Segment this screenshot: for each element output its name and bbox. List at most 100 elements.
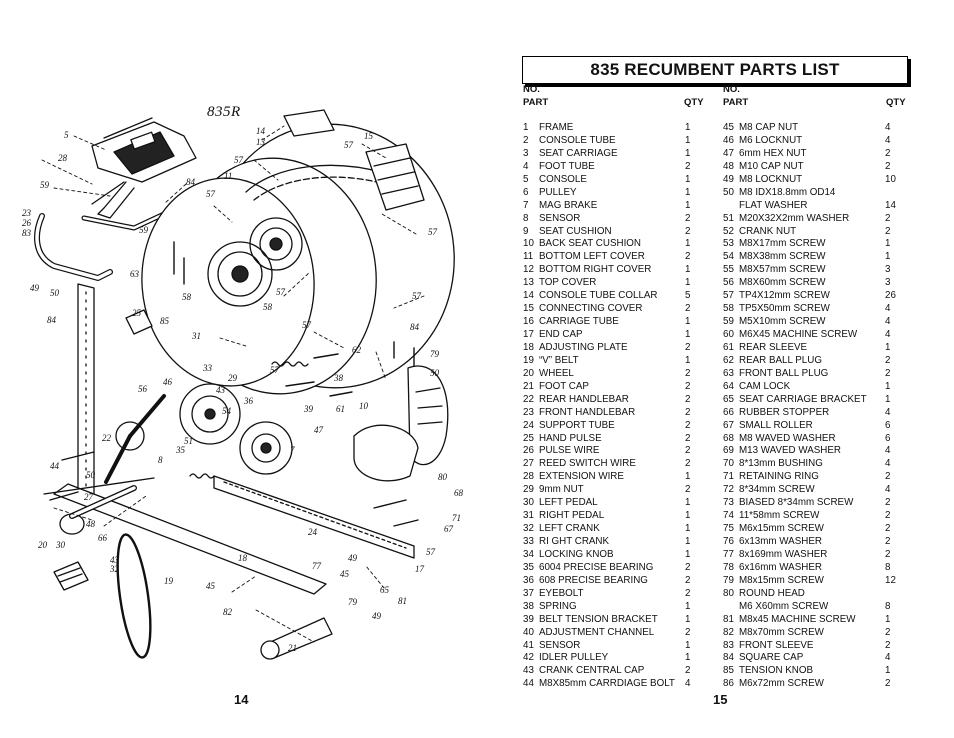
part-name: FRONT HANDLEBAR <box>539 406 636 418</box>
part-name: FOOT TUBE <box>539 160 595 172</box>
part-quantity: 1 <box>685 536 691 547</box>
part-number: 84 <box>723 652 734 664</box>
part-name: RUBBER STOPPER <box>739 406 830 418</box>
part-name: M6x72mm SCREW <box>739 678 824 690</box>
part-number: 24 <box>523 419 534 431</box>
callout-label: 50 <box>50 288 59 298</box>
part-quantity: 2 <box>685 561 691 573</box>
part-number: 75 <box>723 523 734 535</box>
part-quantity: 2 <box>885 548 891 560</box>
part-quantity: 1 <box>685 510 691 522</box>
callout-label: 57 <box>344 140 353 150</box>
part-number: 3 <box>523 147 529 159</box>
callout-label: 33 <box>203 363 212 373</box>
part-quantity: 6 <box>885 419 891 431</box>
part-quantity: 1 <box>685 173 691 185</box>
part-name: SMALL ROLLER <box>739 419 813 431</box>
part-name: BACK SEAT CUSHION <box>539 238 641 250</box>
part-name: M6 X60mm SCREW <box>739 600 829 612</box>
part-quantity: 2 <box>885 471 891 483</box>
callout-label: 84 <box>186 177 195 187</box>
part-name: TP5X50mm SCREW <box>739 303 830 315</box>
part-quantity: 2 <box>685 484 691 496</box>
part-number: 18 <box>523 341 534 353</box>
part-name: M8X38mm SCREW <box>739 251 826 263</box>
callout-label: 25 <box>132 308 141 318</box>
part-quantity: 2 <box>885 497 891 509</box>
part-quantity: 2 <box>685 393 691 405</box>
part-name: EYEBOLT <box>539 587 584 599</box>
part-name: 8x169mm WASHER <box>739 548 828 560</box>
part-number: 10 <box>523 238 534 250</box>
part-number: 43 <box>523 665 534 677</box>
part-quantity: 1 <box>685 122 691 133</box>
part-quantity: 1 <box>685 497 691 509</box>
part-name: LEFT PEDAL <box>539 497 598 509</box>
part-number: 74 <box>723 510 734 522</box>
part-number: 59 <box>723 316 734 328</box>
callout-label: 57 <box>234 155 243 165</box>
callout-label: 10 <box>359 401 368 411</box>
part-quantity: 2 <box>685 251 691 263</box>
callout-label: 36 <box>244 396 253 406</box>
part-number: 26 <box>523 445 534 457</box>
part-number: 65 <box>723 393 734 405</box>
callout-label: 11 <box>224 171 233 181</box>
column-header-no: NO. <box>723 84 740 95</box>
callout-label: 57 <box>302 320 311 330</box>
part-number: 17 <box>523 329 534 340</box>
part-name: TOP COVER <box>539 277 597 289</box>
part-name: BOTTOM RIGHT COVER <box>539 264 652 276</box>
part-name: CAM LOCK <box>739 380 791 392</box>
part-number: 20 <box>523 367 534 379</box>
part-number: 50 <box>723 186 734 198</box>
part-number: 80 <box>723 587 734 599</box>
part-name: BELT TENSION BRACKET <box>539 613 658 625</box>
callout-label: 7 <box>290 445 295 455</box>
part-number: 58 <box>723 303 734 315</box>
part-quantity: 2 <box>685 341 691 353</box>
part-name: M8x15mm SCREW <box>739 574 824 586</box>
callout-label: 83 <box>22 228 31 238</box>
part-number: 83 <box>723 639 734 651</box>
part-quantity: 2 <box>885 225 891 237</box>
callout-label: 57 <box>270 365 279 375</box>
part-name: 9mm NUT <box>539 484 584 496</box>
callout-label: 56 <box>138 384 147 394</box>
callout-label: 85 <box>160 316 169 326</box>
part-quantity: 1 <box>685 523 691 535</box>
part-quantity: 4 <box>885 329 891 340</box>
part-quantity: 8 <box>885 600 891 612</box>
callout-label: 61 <box>336 404 345 414</box>
part-quantity: 1 <box>685 277 691 289</box>
part-quantity: 5 <box>685 290 691 302</box>
part-quantity: 1 <box>685 639 691 651</box>
part-quantity: 2 <box>685 587 691 599</box>
callout-label: 57 <box>412 291 421 301</box>
part-name: REAR SLEEVE <box>739 341 808 353</box>
callout-label: 43 <box>216 385 225 395</box>
callout-label: 26 <box>22 218 31 228</box>
callout-label: 84 <box>47 315 56 325</box>
page-number: 15 <box>713 692 728 707</box>
part-name: 608 PRECISE BEARING <box>539 574 648 586</box>
